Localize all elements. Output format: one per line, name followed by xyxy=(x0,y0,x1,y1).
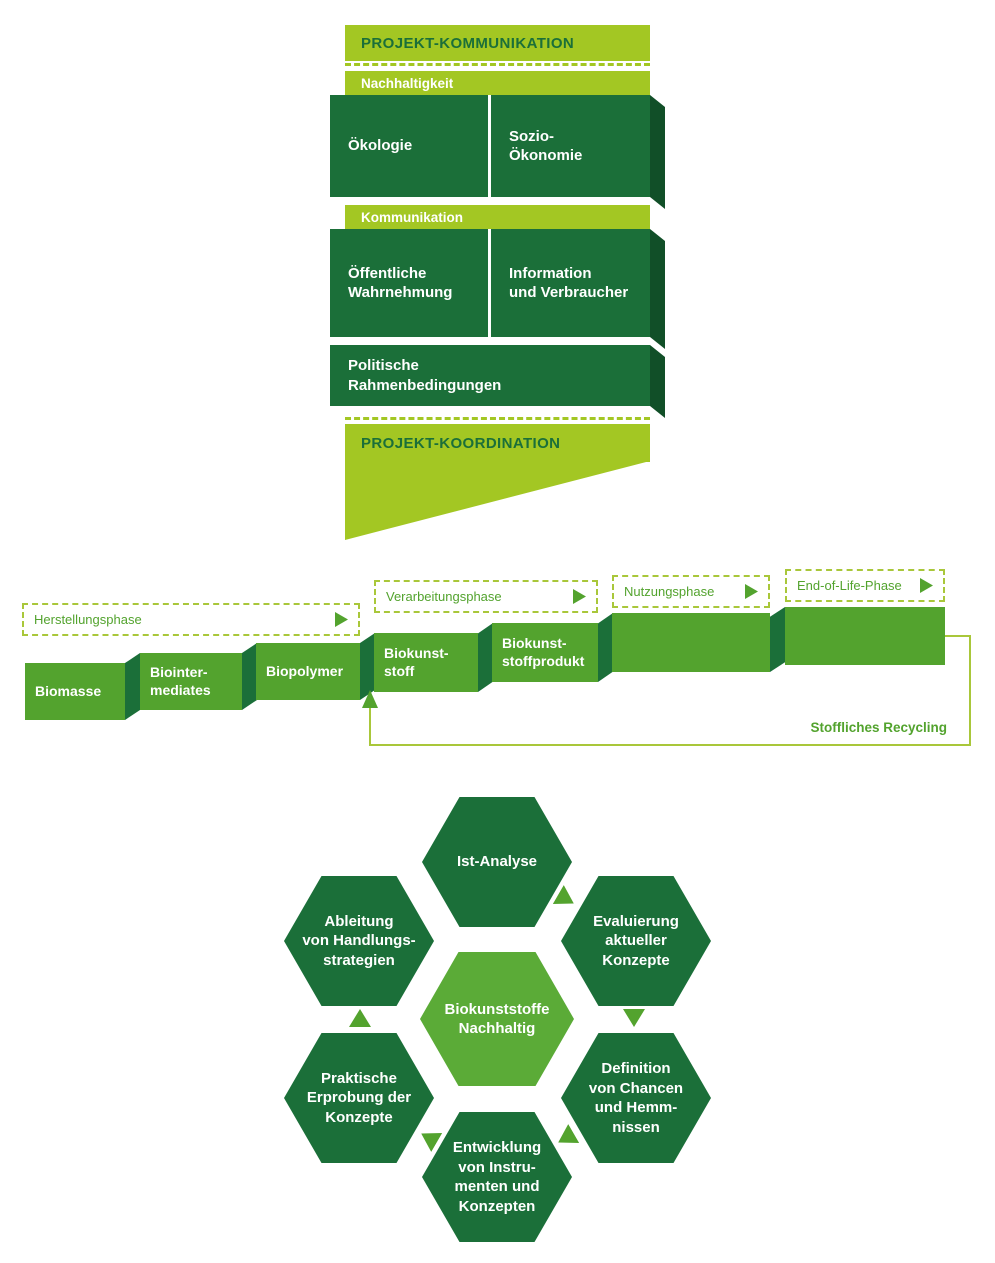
recycling-loop-arrow xyxy=(362,635,971,746)
banner-projekt-kommunikation: PROJEKT-KOMMUNIKATION xyxy=(345,25,650,61)
box-politische-rahmenbedingungen: Politische Rahmenbedingungen xyxy=(330,345,650,406)
hex-definition: Definition von Chancen und Hemm- nissen xyxy=(561,1033,711,1163)
box-information-verbraucher: Information und Verbraucher xyxy=(491,229,650,337)
group-header-kommunikation: Kommunikation xyxy=(345,205,650,229)
hex-evaluierung: Evaluierung aktueller Konzepte xyxy=(561,876,711,1006)
step-nutzung-block xyxy=(612,613,770,672)
fold-shadow-2 xyxy=(650,229,665,349)
phase-nutzungsphase: Nutzungsphase xyxy=(612,575,770,608)
dashed-divider-top xyxy=(345,63,650,66)
hex-ableitung: Ableitung von Handlungs- strategien xyxy=(284,876,434,1006)
phase-arrow-icon xyxy=(573,589,586,604)
pennant-shape xyxy=(345,461,650,540)
fold-shadow-1 xyxy=(650,95,665,209)
step-connector xyxy=(478,623,493,692)
step-connector xyxy=(125,653,140,720)
recycling-label: Stoffliches Recycling xyxy=(810,720,947,735)
banner-projekt-koordination: PROJEKT-KOORDINATION xyxy=(345,424,650,462)
hex-center-biokunststoffe-nachhaltig: Biokunststoffe Nachhaltig xyxy=(420,952,574,1086)
step-biomasse: Biomasse xyxy=(25,663,125,720)
phase-arrow-icon xyxy=(745,584,758,599)
step-biokunststoff: Biokunst- stoff xyxy=(374,633,478,692)
phase-arrow-icon xyxy=(920,578,933,593)
phase-label: Verarbeitungsphase xyxy=(386,589,502,604)
phase-label: Herstellungsphase xyxy=(34,612,142,627)
hex-praktische-erprobung: Praktische Erprobung der Konzepte xyxy=(284,1033,434,1163)
step-biokunststoffprodukt: Biokunst- stoffprodukt xyxy=(492,623,598,682)
step-connector xyxy=(598,613,613,682)
phase-label: Nutzungsphase xyxy=(624,584,715,599)
hex-entwicklung: Entwicklung von Instru- menten und Konze… xyxy=(422,1112,572,1242)
phase-arrow-icon xyxy=(335,612,348,627)
group-header-nachhaltigkeit: Nachhaltigkeit xyxy=(345,71,650,95)
box-oeffentliche-wahrnehmung: Öffentliche Wahrnehmung xyxy=(330,229,488,337)
step-end-of-life-block xyxy=(785,607,945,665)
cycle-arrow-icon xyxy=(349,1009,371,1027)
dashed-divider-bottom xyxy=(345,417,650,420)
cycle-arrow-icon xyxy=(623,1009,645,1027)
box-sozio-oekonomie: Sozio- Ökonomie xyxy=(491,95,650,197)
box-oekologie: Ökologie xyxy=(330,95,488,197)
phase-label: End-of-Life-Phase xyxy=(797,578,902,593)
phase-verarbeitungsphase: Verarbeitungsphase xyxy=(374,580,598,613)
step-biopolymer: Biopolymer xyxy=(256,643,360,700)
phase-herstellungsphase: Herstellungsphase xyxy=(22,603,360,636)
step-connector xyxy=(770,607,785,672)
cycle-arrow-icon xyxy=(553,885,580,913)
step-connector xyxy=(242,643,257,710)
step-connector xyxy=(360,633,375,700)
hex-ist-analyse: Ist-Analyse xyxy=(422,797,572,927)
phase-end-of-life: End-of-Life-Phase xyxy=(785,569,945,602)
fold-shadow-3 xyxy=(650,345,665,418)
cycle-arrow-icon xyxy=(416,1124,443,1152)
cycle-arrow-icon xyxy=(553,1124,580,1152)
step-biointermediates: Biointer- mediates xyxy=(140,653,242,710)
